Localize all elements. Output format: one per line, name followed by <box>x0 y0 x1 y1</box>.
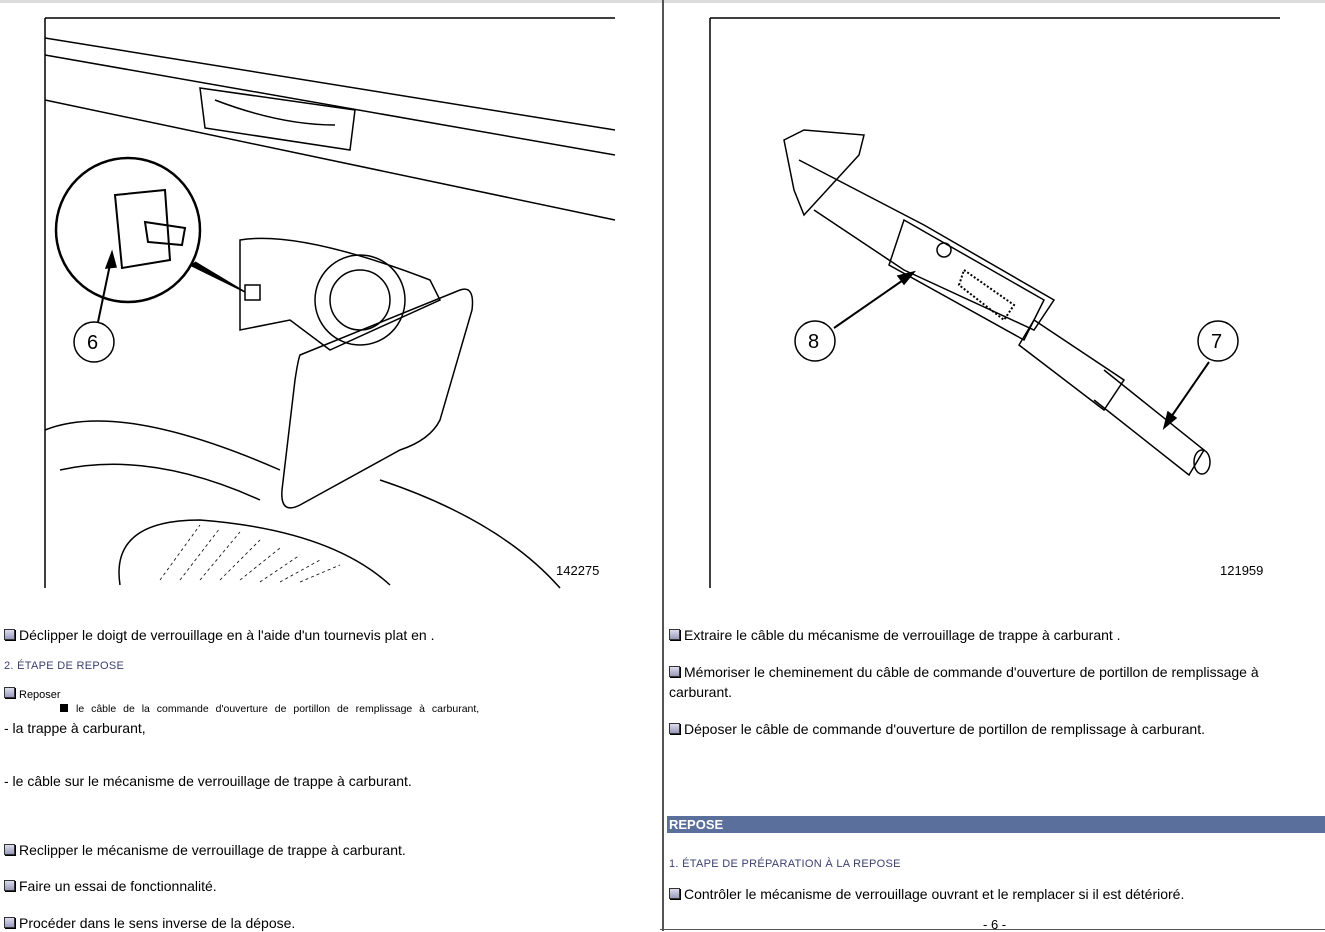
step-text: Procéder dans le sens inverse de la dépo… <box>19 915 296 931</box>
figure-lock-mechanism <box>709 17 1280 588</box>
page-number: - 6 - <box>983 917 1007 932</box>
step-item: Déclipper le doigt de verrouillage en à … <box>4 627 435 643</box>
step-text: Contrôler le mécanisme de verrouillage o… <box>684 886 1185 902</box>
step-text-continued: carburant. <box>669 684 733 700</box>
step-text: Reposer <box>19 689 61 701</box>
checkbox-bullet-icon <box>4 629 15 640</box>
sub-item: le câble de la commande d'ouverture de p… <box>60 703 479 715</box>
callout-8: 8 <box>808 331 820 353</box>
step-text: Déposer le câble de commande d'ouverture… <box>684 721 1205 737</box>
step-text: Déclipper le doigt de verrouillage en à … <box>19 627 435 643</box>
section-heading: 2. ÉTAPE DE REPOSE <box>4 660 125 672</box>
step-item: Contrôler le mécanisme de verrouillage o… <box>669 886 1184 902</box>
step-text: Extraire le câble du mécanisme de verrou… <box>684 627 1121 643</box>
bottom-rule <box>660 929 1325 930</box>
checkbox-bullet-icon <box>669 666 680 677</box>
section-banner: REPOSE <box>667 816 1325 833</box>
step-text: Reclipper le mécanisme de verrouillage d… <box>19 842 406 858</box>
step-item: Faire un essai de fonctionnalité. <box>4 878 217 894</box>
callout-6: 6 <box>87 332 99 354</box>
checkbox-bullet-icon <box>669 629 680 640</box>
step-item: Déposer le câble de commande d'ouverture… <box>669 721 1205 737</box>
callout-7: 7 <box>1211 331 1223 353</box>
step-text: Mémoriser le cheminement du câble de com… <box>684 664 1259 680</box>
dash-item: - le câble sur le mécanisme de verrouill… <box>4 773 412 789</box>
section-heading: 1. ÉTAPE DE PRÉPARATION À LA REPOSE <box>669 858 901 870</box>
checkbox-bullet-icon <box>4 880 15 891</box>
checkbox-bullet-icon <box>669 888 680 899</box>
sub-text: le câble de la commande d'ouverture de p… <box>76 703 480 715</box>
checkbox-bullet-icon <box>4 844 15 855</box>
checkbox-bullet-icon <box>4 687 15 698</box>
step-item: Reposer <box>4 687 61 701</box>
square-bullet-icon <box>60 704 68 712</box>
step-item: Extraire le câble du mécanisme de verrou… <box>669 627 1121 643</box>
checkbox-bullet-icon <box>669 723 680 734</box>
column-divider <box>662 0 664 931</box>
figure-ref: 142275 <box>556 563 600 578</box>
step-text: Faire un essai de fonctionnalité. <box>19 878 217 894</box>
figure-ref: 121959 <box>1220 563 1264 578</box>
checkbox-bullet-icon <box>4 917 15 928</box>
figure-fuel-door <box>44 17 616 589</box>
step-item: Mémoriser le cheminement du câble de com… <box>669 664 1259 680</box>
step-item: Reclipper le mécanisme de verrouillage d… <box>4 842 406 858</box>
dash-item: - la trappe à carburant, <box>4 720 146 736</box>
step-item: Procéder dans le sens inverse de la dépo… <box>4 915 295 931</box>
